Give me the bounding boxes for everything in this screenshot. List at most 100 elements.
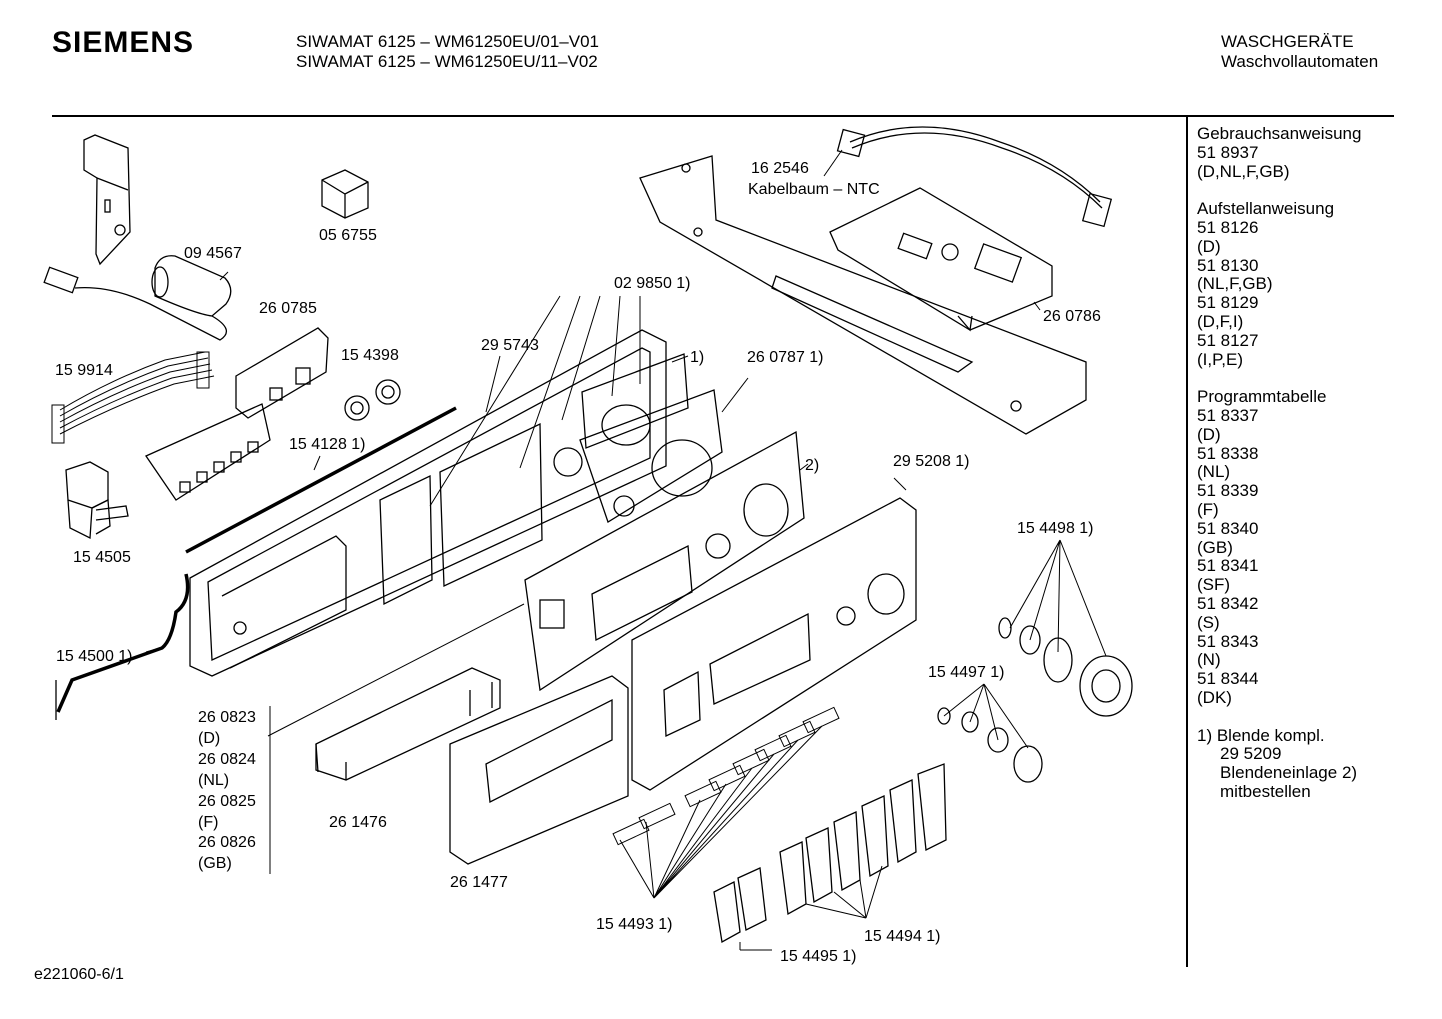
sidebar-line: (N)	[1197, 650, 1221, 670]
bottom-left-line: 26 0826	[198, 834, 256, 852]
sidebar-line: (S)	[1197, 612, 1220, 632]
bottom-left-part-group: 26 0823 (D) 26 0824 (NL) 26 0825 (F) 26 …	[198, 708, 256, 875]
key-board-part	[145, 403, 271, 501]
sidebar-line: (NL,F,GB)	[1197, 274, 1273, 294]
sidebar-line: 51 8344	[1197, 669, 1259, 689]
sidebar-divider	[1186, 117, 1188, 967]
sidebar-group-title: Programmtabelle	[1197, 387, 1327, 407]
model-line-1: SIWAMAT 6125 – WM61250EU/01–V01	[296, 32, 600, 51]
bottom-left-line: (D)	[198, 729, 221, 747]
electronic-module-part	[829, 187, 1053, 332]
sidebar-line: 51 8340	[1197, 518, 1259, 538]
part-label-small-keys: 15 4495 1)	[780, 948, 857, 965]
drawing-code: e221060-6/1	[34, 966, 124, 983]
sidebar-line: 51 8341	[1197, 556, 1259, 576]
part-label-control-board: 26 0785	[259, 300, 317, 317]
footnote-line: mitbestellen	[1220, 781, 1311, 801]
sidebar-group-programmtabelle: Programmtabelle 51 8337 (D) 51 8338 (NL)…	[1197, 387, 1361, 708]
sidebar-group-title: Gebrauchsanweisung	[1197, 124, 1362, 143]
part-label-panel-plate: 26 0787 1)	[747, 349, 824, 366]
part-label-small-knob-assembly: 15 4497 1)	[928, 664, 1005, 681]
footnote-line: 1) Blende kompl.	[1197, 725, 1325, 745]
part-label-note-2: 2)	[805, 457, 820, 474]
siemens-logo: SIEMENS	[52, 26, 195, 59]
part-label-rod: 15 4128 1)	[289, 436, 366, 453]
sidebar-line: (GB)	[1197, 537, 1233, 557]
relay-part	[321, 169, 369, 219]
carrier-plate-part	[639, 155, 1087, 435]
part-label-program-panel: 29 5208 1)	[893, 453, 970, 470]
part-label-ribbon-cable: 15 9914	[55, 362, 113, 379]
footnote-line: 29 5209	[1220, 744, 1282, 764]
part-label-capacitor: 09 4567	[184, 245, 242, 262]
switch-part	[65, 461, 129, 540]
sidebar-line: (I,P,E)	[1197, 349, 1243, 369]
sidebar-line: (D,F,I)	[1197, 311, 1244, 331]
part-label-harness-desc: Kabelbaum – NTC	[748, 181, 880, 198]
switch-rod-part	[56, 573, 190, 713]
sidebar-line: 51 8129	[1197, 293, 1259, 313]
indicator-rod-part	[185, 406, 457, 554]
part-label-display-holder: 26 1476	[329, 814, 387, 831]
sidebar-line: (D)	[1197, 236, 1221, 256]
window-insert-part	[581, 353, 689, 449]
category-line-2: Waschvollautomaten	[1221, 52, 1379, 71]
sidebar-group-aufstellanweisung: Aufstellanweisung 51 8126 (D) 51 8130 (N…	[1197, 199, 1361, 369]
part-label-note-1: 1)	[690, 349, 705, 366]
part-label-knobs: 15 4398	[341, 347, 399, 364]
part-label-display-window: 26 1477	[450, 874, 508, 891]
display-holder-part	[315, 667, 501, 781]
sidebar-line: (F)	[1197, 499, 1219, 519]
display-window-part	[449, 675, 629, 865]
sidebar-line: (D,NL,F,GB)	[1197, 161, 1290, 181]
blende-insert-part	[524, 430, 805, 692]
sidebar-line: 51 8126	[1197, 217, 1259, 237]
spring-set-part	[612, 706, 840, 846]
sidebar-line: 51 8130	[1197, 255, 1259, 275]
model-line-2: SIWAMAT 6125 – WM61250EU/11–V02	[296, 52, 598, 71]
part-label-switch-rod: 15 4500 1)	[56, 648, 133, 665]
sidebar-line: (NL)	[1197, 462, 1231, 482]
sidebar-line: 51 8342	[1197, 593, 1259, 613]
push-key-set-part	[713, 763, 947, 944]
ribbon-cable-part	[51, 351, 215, 444]
part-label-fascia: 29 5743	[481, 337, 539, 354]
bottom-left-line: (GB)	[198, 855, 232, 873]
small-knob-assembly-part	[937, 707, 1043, 783]
bottom-left-line: 26 0825	[198, 792, 256, 810]
bottom-left-line: 26 0824	[198, 750, 256, 768]
sidebar-line: 51 8343	[1197, 631, 1259, 651]
part-label-keys: 15 4494 1)	[864, 928, 941, 945]
part-label-switch: 15 4505	[73, 549, 131, 566]
leader-lines	[145, 149, 1107, 951]
sidebar-group-title: Aufstellanweisung	[1197, 199, 1335, 219]
capacitor-part	[43, 255, 232, 341]
sidebar-line: 51 8127	[1197, 330, 1259, 350]
bottom-left-line: (F)	[198, 813, 219, 831]
sidebar-line: 51 8339	[1197, 481, 1259, 501]
bottom-left-line: (NL)	[198, 771, 230, 789]
sidebar-line: 51 8338	[1197, 443, 1259, 463]
mounting-bracket-part	[83, 134, 131, 266]
sidebar-line: 51 8337	[1197, 405, 1259, 425]
sidebar-line: 51 8937	[1197, 142, 1259, 162]
part-label-harness: 16 2546	[751, 160, 809, 177]
knob-assembly-part	[998, 617, 1133, 717]
ntc-harness-part	[836, 126, 1113, 228]
panel-plate-part	[579, 389, 723, 523]
program-panel-part	[631, 497, 917, 791]
part-label-relay: 05 6755	[319, 227, 377, 244]
sidebar-line: (D)	[1197, 424, 1221, 444]
part-label-knob-assembly: 15 4498 1)	[1017, 520, 1094, 537]
part-label-springs-top: 02 9850 1)	[614, 275, 691, 292]
part-label-module: 26 0786	[1043, 308, 1101, 325]
footnote-line: Blendeneinlage 2)	[1220, 763, 1358, 783]
sidebar-line: (DK)	[1197, 687, 1232, 707]
sidebar-line: (SF)	[1197, 575, 1231, 595]
documentation-sidebar: Gebrauchsanweisung 51 8937 (D,NL,F,GB) A…	[1197, 124, 1362, 820]
control-board-part	[235, 327, 329, 419]
sidebar-footnote: 1) Blende kompl. 29 5209 Blendeneinlage …	[1197, 725, 1361, 802]
category-line-1: WASCHGERÄTE	[1221, 32, 1354, 51]
fascia-frame-part	[189, 329, 667, 677]
